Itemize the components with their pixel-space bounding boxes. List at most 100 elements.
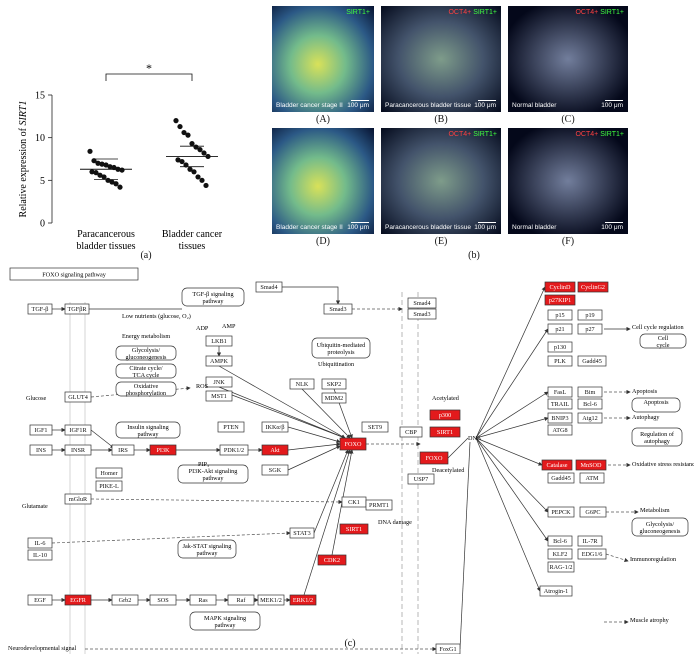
pathway-text-neuro: Neurodevelopmental signal (8, 645, 76, 652)
pathway-label-cyclind: CyclinD (550, 284, 571, 291)
pathway-label-skp2: SKP2 (327, 381, 341, 388)
pathway-node-foxo (419, 451, 449, 465)
pathway-ref-tgfb_path (181, 287, 245, 307)
pathway-node-jnk (205, 376, 233, 388)
pathway-node-insr (64, 444, 92, 456)
pathway-label-oxphos-2: phosphorylation (126, 390, 166, 397)
pathway-label-pepck: PEPCK (551, 509, 571, 516)
pathway-label-glyco: Glycolysis/ (132, 347, 160, 354)
pathway-node-egf (27, 594, 53, 606)
pathway-title: FOXO signaling pathway (42, 272, 106, 279)
pathway-node-gadd45a (577, 355, 607, 367)
data-point (93, 170, 99, 176)
pathway-node-il10 (27, 549, 53, 561)
pathway-edge (218, 365, 346, 439)
tissue-label: Bladder cancer stage II (276, 102, 343, 109)
tissue-label: Normal bladder (512, 102, 557, 109)
pathway-label-mnsod: MnSOD (581, 462, 603, 469)
pathway-node-sgk (261, 464, 289, 476)
pathway-label-lkb1: LKB1 (211, 338, 226, 345)
pathway-label-ins: INS (36, 447, 47, 454)
data-point (87, 148, 93, 154)
pathway-label-cyclinG2: CyclinG2 (581, 284, 605, 291)
pathway-label-pike: PIKE-L (99, 483, 119, 490)
pathway-label-mst1: MST1 (211, 393, 227, 400)
pathway-label-irs: IRS (118, 447, 128, 454)
pathway-node-bcl6a (577, 398, 603, 410)
pathway-label-bcl6a: Bcl-6 (583, 401, 597, 408)
y-tick-label: 10 (35, 133, 45, 144)
pathway-node-mek12 (257, 594, 285, 606)
pathway-ref-citrate (115, 363, 177, 379)
data-point (109, 179, 115, 185)
scale-bar: 100 μm (347, 102, 369, 109)
pathway-node-nlk (289, 378, 315, 390)
pathway-node-lkb1 (205, 335, 233, 347)
data-point (107, 164, 113, 170)
pathway-label-smad3: Smad3 (329, 306, 346, 313)
pathway-node-foxg1 (435, 643, 461, 654)
pathway-node-ins (29, 444, 53, 456)
pathway-label-atg12: Atg12 (582, 415, 597, 422)
pathway-label-cdk2: CDK2 (324, 557, 340, 564)
pathway-edge (475, 437, 549, 513)
pathway-edge (475, 437, 549, 542)
pathway-node-ras (189, 594, 217, 606)
scale-bar: 100 μm (474, 224, 496, 231)
pathway-node-trail (547, 398, 573, 410)
pathway-label-tgfb_path-2: pathway (203, 298, 225, 305)
micrograph-b: OCT4+ SIRT1+Paracancerous bladder tissue… (381, 6, 501, 112)
pathway-text-low_nutrients: Low nutrients (glucose, O₂) (122, 313, 191, 320)
pathway-text-deacetylated: Deacetylated (432, 467, 465, 474)
pathway-label-erk12: ERK1/2 (293, 597, 313, 604)
pathway-node-smad4b (407, 297, 437, 309)
pathway-node-cyclinG2 (577, 281, 609, 293)
pathway-node-bcl6b (547, 535, 573, 547)
data-point (185, 132, 191, 138)
pathway-edge (475, 286, 546, 439)
pathway-node-il7r (577, 535, 603, 547)
pathway-label-cc: Cell (658, 335, 669, 342)
data-point (177, 123, 183, 130)
pathway-node-igf1r (64, 424, 92, 436)
pathway-text-autoph: Autophagy (632, 414, 660, 421)
pathway-node-ampk (205, 355, 233, 367)
tissue-label: Paracancerous bladder tissue (385, 224, 471, 231)
micrograph-caption: (F) (561, 236, 575, 247)
panel-label-a: (a) (140, 250, 152, 261)
pathway-node-usp7 (407, 473, 435, 485)
pathway-label-insulin_path: Insulin signaling (127, 424, 168, 431)
pathway-text-adp: ADP (196, 325, 209, 332)
pathway-label-ampk: AMPK (210, 358, 228, 365)
pathway-ref-glyco (115, 345, 177, 361)
pathway-label-citrate-2: TCA cycle (133, 372, 160, 379)
pathway-edge (90, 429, 115, 449)
pathway-label-sirt1: SIRT1 (437, 429, 453, 436)
pathway-node-rag12 (547, 561, 575, 573)
pathway-ref-glyco2 (631, 517, 689, 537)
pathway-label-foxo: FOXO (345, 441, 362, 448)
pathway-node-atrogin (539, 585, 573, 597)
data-point (91, 158, 97, 164)
data-point (95, 160, 101, 166)
pathway-text-pip3: PIP₃ (198, 461, 209, 468)
pathway-edge (475, 437, 541, 592)
pathway-label-smad4b: Smad4 (413, 300, 430, 307)
pathway-node-ikk (261, 421, 289, 433)
pathway-ref-insulin_path (115, 421, 181, 439)
pathway-edge (90, 498, 343, 505)
pathway-node-mnsod (575, 459, 607, 471)
pathway-node-sirt1 (339, 523, 369, 535)
pathway-text-oxstress: Oxidative stress resistance & DNA repair (632, 461, 694, 468)
pathway-label-gadd45a: Gadd45 (582, 358, 602, 365)
pathway-node-il6 (27, 537, 53, 549)
pathway-label-il10: IL-10 (33, 552, 47, 559)
pathway-text-energy: Energy metabolism (122, 333, 170, 340)
pathway-label-jakstat_path: Jak-STAT signaling (183, 543, 232, 550)
pathway-node-mdm2 (321, 392, 347, 404)
pathway-node-pten (217, 421, 245, 433)
y-tick-label: 15 (35, 91, 45, 102)
pathway-label-set9: SET9 (368, 424, 382, 431)
